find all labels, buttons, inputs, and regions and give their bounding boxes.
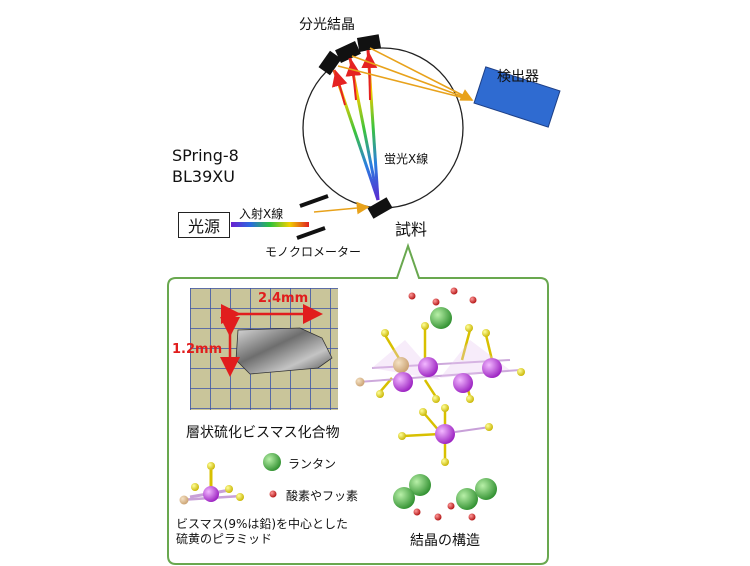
crystal-photo xyxy=(190,288,338,410)
pyramid-caption-line2: 硫黄のピラミッド xyxy=(176,532,273,546)
facility-label-line1: SPring-8 xyxy=(172,146,239,165)
oxygen-legend-atom xyxy=(269,490,277,498)
lanthanum-legend-label: ランタン xyxy=(288,457,337,471)
fluorescence-label: 蛍光X線 xyxy=(384,152,429,166)
monochromator-crystals xyxy=(296,194,329,240)
detector-block xyxy=(473,66,561,128)
incident-label: 入射X線 xyxy=(239,207,284,221)
fluorescence-rays xyxy=(332,49,380,201)
facility-label-line2: BL39XU xyxy=(172,167,235,186)
crystal-structure xyxy=(355,287,525,521)
height-dimension: 1.2mm xyxy=(172,342,223,357)
crystals-label: 分光結晶 xyxy=(299,17,355,33)
structure-caption: 結晶の構造 xyxy=(410,533,480,549)
photo-caption: 層状硫化ビスマス化合物 xyxy=(186,425,340,441)
incident-beam xyxy=(231,222,309,227)
sample-block xyxy=(367,197,393,219)
sample-label: 試料 xyxy=(395,220,428,239)
monochromator-label: モノクロメーター xyxy=(265,245,362,259)
analyzer-crystals xyxy=(318,34,382,76)
source-box: 光源 xyxy=(178,212,230,238)
pyramid-caption-line1: ビスマス(9%は鉛)を中心とした xyxy=(176,517,349,531)
lanthanum-legend-atom xyxy=(263,453,281,471)
mono-to-sample-beam xyxy=(313,201,370,215)
pyramid-legend xyxy=(179,462,244,505)
detector-label: 検出器 xyxy=(497,69,539,85)
oxygen-legend-label: 酸素やフッ素 xyxy=(286,489,359,503)
reflected-rays xyxy=(337,47,474,101)
width-dimension: 2.4mm xyxy=(258,291,309,306)
